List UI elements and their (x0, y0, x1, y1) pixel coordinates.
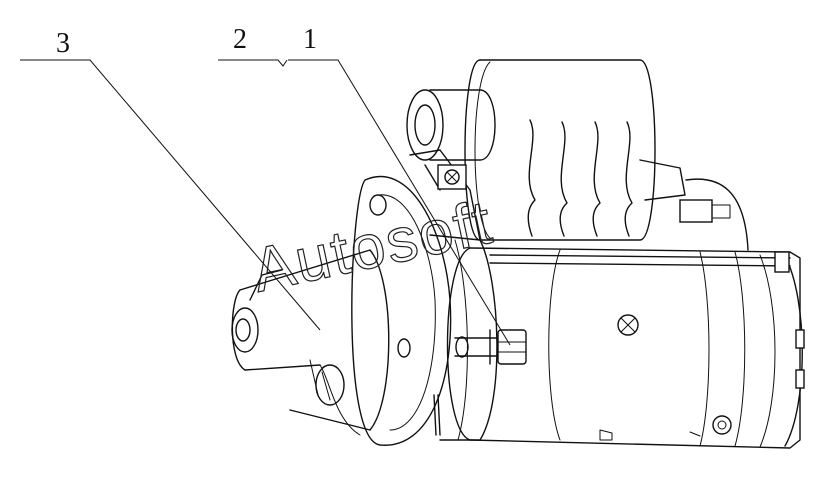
starter-motor-drawing (231, 59, 805, 449)
callout-3: 3 (20, 28, 321, 331)
motor-housing (446, 247, 805, 449)
callout-2-label: 2 (233, 24, 247, 55)
mounting-flange (351, 175, 452, 446)
solenoid-cap (406, 89, 496, 241)
callout-1-label: 1 (303, 24, 317, 55)
callout-3-label: 3 (56, 28, 70, 59)
stud-bolt (454, 329, 527, 365)
callout-2: 2 (218, 24, 288, 67)
drive-end-housing (231, 249, 390, 436)
intermediate-housing (429, 234, 498, 441)
callout-1: 1 (288, 24, 511, 346)
solenoid (464, 59, 749, 251)
